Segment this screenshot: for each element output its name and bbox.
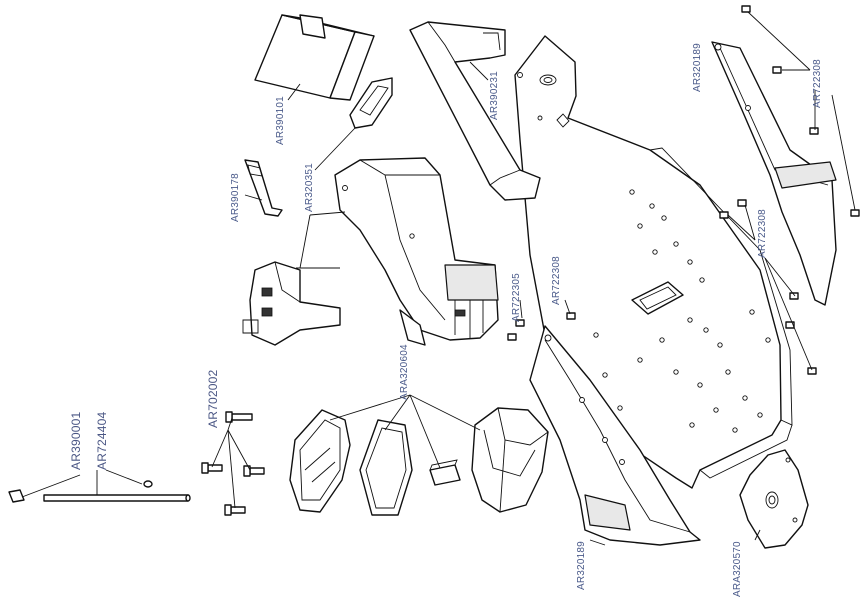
label-ar722305: AR722305 bbox=[511, 273, 522, 322]
leader-lines bbox=[21, 11, 856, 546]
rod-assembly bbox=[8, 480, 191, 503]
label-ar702002: AR702002 bbox=[206, 369, 220, 428]
small-block bbox=[429, 459, 461, 486]
lower-module bbox=[242, 261, 341, 346]
label-ara320570: ARA320570 bbox=[732, 541, 743, 597]
label-ar320189-bottom: AR320189 bbox=[576, 541, 587, 590]
lid bbox=[289, 409, 351, 513]
side-bracket-bottom bbox=[529, 325, 701, 546]
label-ar722308-mid: AR722308 bbox=[551, 256, 562, 305]
battery-box bbox=[254, 14, 375, 101]
gasket bbox=[359, 419, 413, 516]
end-plate bbox=[739, 449, 809, 549]
label-ar390101: AR390101 bbox=[275, 96, 286, 145]
clip-part bbox=[349, 77, 393, 129]
base-tub bbox=[471, 407, 549, 513]
label-ar390231: AR390231 bbox=[489, 71, 500, 120]
label-ar722308-right: AR722308 bbox=[757, 209, 768, 258]
label-ar320351: AR320351 bbox=[304, 163, 315, 212]
label-ar724404: AR724404 bbox=[95, 411, 109, 470]
screw-set bbox=[201, 411, 265, 516]
rear-bracket-top bbox=[711, 41, 837, 306]
label-ar390001: AR390001 bbox=[69, 411, 83, 470]
electronics-housing bbox=[334, 157, 499, 346]
long-tray bbox=[409, 21, 541, 201]
label-ara320604: ARA320604 bbox=[399, 344, 410, 400]
latch-part bbox=[244, 159, 283, 217]
label-ar390178: AR390178 bbox=[230, 173, 241, 222]
label-ar722308-topright: AR722308 bbox=[812, 59, 823, 108]
label-ar320189-top: AR320189 bbox=[692, 43, 703, 92]
